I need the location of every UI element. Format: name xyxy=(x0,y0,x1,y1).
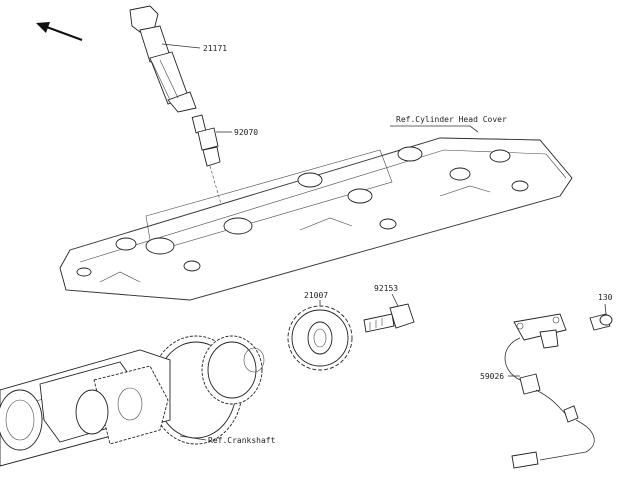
spark-plug xyxy=(191,114,221,167)
crank-sensor xyxy=(504,313,595,469)
part-label-cylinder-head-cover: Ref.Cylinder Head Cover xyxy=(396,115,507,124)
arrow-up-left-icon xyxy=(36,22,83,41)
rotor-bolt xyxy=(363,303,415,333)
cylinder-head-cover xyxy=(59,137,573,301)
part-label-crankshaft: Ref.Crankshaft xyxy=(208,436,276,445)
part-label-ignition-coil: 21171 xyxy=(203,44,227,53)
part-label-rotor-bolt: 92153 xyxy=(374,284,398,293)
timing-rotor xyxy=(287,305,353,371)
part-label-sensor-bolt: 130 xyxy=(598,293,613,302)
part-label-sensor: 59026 xyxy=(480,372,504,381)
crankshaft xyxy=(0,335,265,467)
sensor-bolt xyxy=(589,313,613,331)
ignition-coil xyxy=(129,5,197,113)
part-label-spark-plug: 92070 xyxy=(234,128,258,137)
part-label-timing-rotor: 21007 xyxy=(304,291,328,300)
